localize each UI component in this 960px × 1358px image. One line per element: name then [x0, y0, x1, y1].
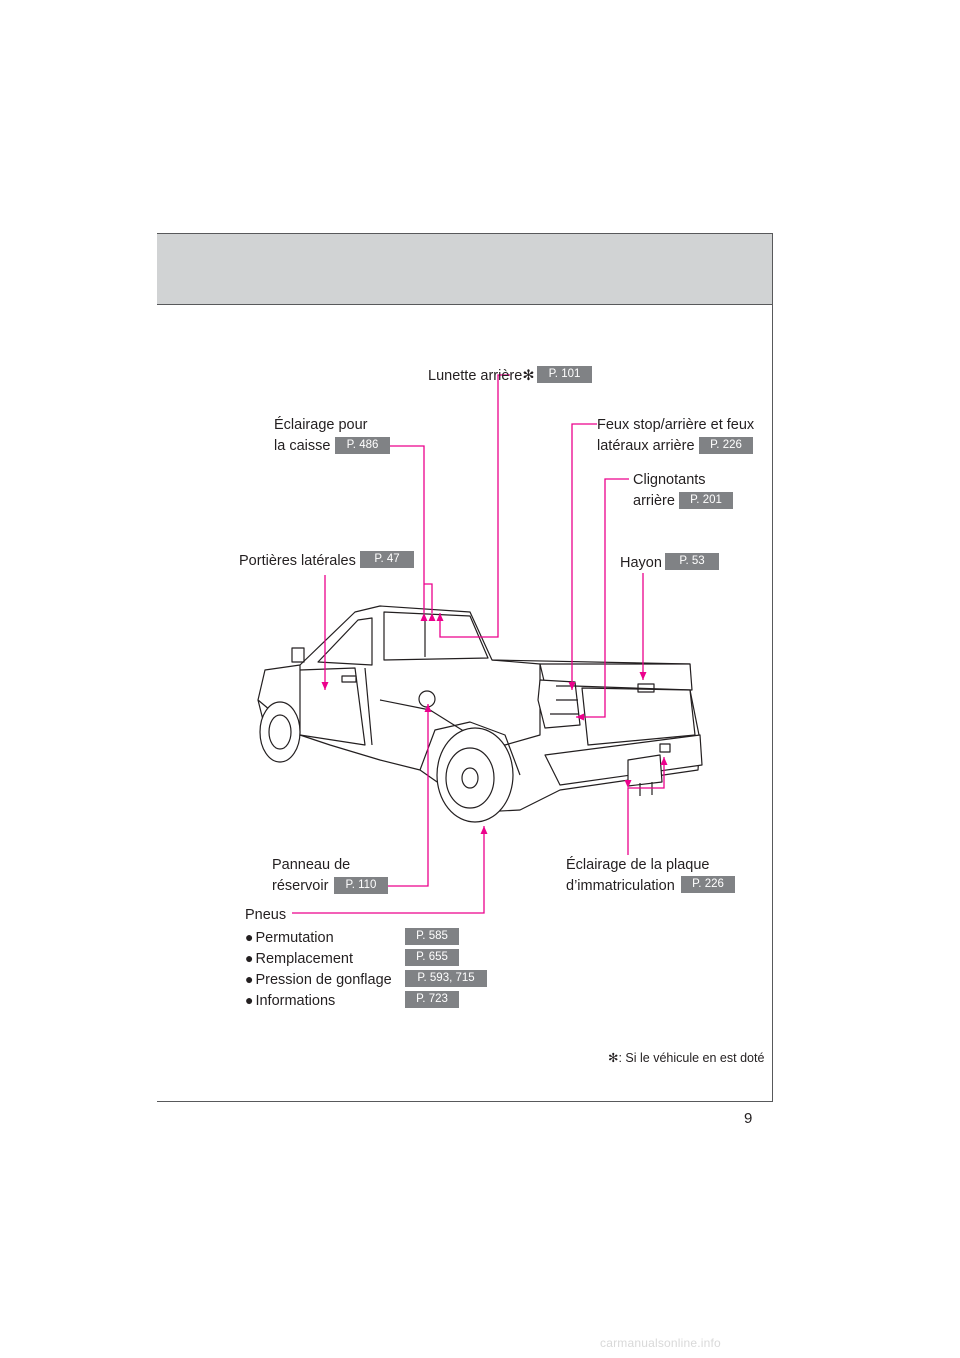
pneus-remplacement-page-ref[interactable]: P. 655	[405, 949, 459, 966]
clignotants-label-line1: Clignotants	[633, 472, 706, 488]
footnote: ✻: Si le véhicule en est doté	[608, 1051, 765, 1065]
pneus-item-pression: ●Pression de gonflage	[245, 971, 392, 988]
watermark: carmanualsonline.info	[600, 1336, 721, 1350]
plaque-label-line1: Éclairage de la plaque	[566, 857, 710, 873]
pneus-item-informations: ●Informations	[245, 992, 336, 1009]
eclairage-caisse-page-ref[interactable]: P. 486	[335, 437, 390, 454]
clignotants-label-line2: arrière	[633, 493, 675, 509]
pneus-informations-page-ref[interactable]: P. 723	[405, 991, 459, 1008]
hayon-page-ref[interactable]: P. 53	[665, 553, 719, 570]
eclairage-caisse-label-line2: la caisse	[274, 438, 331, 454]
panneau-reservoir-label-line2: réservoir	[272, 878, 329, 894]
feux-stop-label-line1: Feux stop/arrière et feux	[597, 417, 755, 433]
portieres-page-ref[interactable]: P. 47	[360, 551, 414, 568]
lunette-label: Lunette arrière✻	[428, 368, 535, 384]
pneus-permutation-page-ref[interactable]: P. 585	[405, 928, 459, 945]
truck-drawing	[257, 605, 703, 823]
bottom-rule	[157, 1101, 773, 1102]
page-number: 9	[744, 1110, 753, 1127]
panneau-reservoir-label-line1: Panneau de	[272, 857, 351, 873]
eclairage-caisse-label-line1: Éclairage pour	[274, 417, 368, 433]
header-band	[157, 233, 773, 305]
portieres-label: Portières latérales	[239, 553, 356, 569]
asterisk-icon: ✻	[608, 1051, 619, 1065]
leader-lines	[292, 374, 665, 914]
lunette-page-ref[interactable]: P. 101	[537, 366, 592, 383]
pneus-title: Pneus	[245, 907, 287, 923]
pneus-item-remplacement: ●Remplacement	[245, 950, 353, 967]
hayon-label: Hayon	[620, 555, 662, 571]
feux-stop-page-ref[interactable]: P. 226	[699, 437, 753, 454]
plaque-page-ref[interactable]: P. 226	[681, 876, 735, 893]
leader-arrowheads	[321, 613, 668, 834]
pneus-pression-page-ref[interactable]: P. 593, 715	[405, 970, 487, 987]
clignotants-page-ref[interactable]: P. 201	[679, 492, 733, 509]
panneau-reservoir-page-ref[interactable]: P. 110	[334, 877, 388, 894]
pneus-item-permutation: ●Permutation	[245, 929, 334, 946]
feux-stop-label-line2: latéraux arrière	[597, 438, 695, 454]
plaque-label-line2: d’immatriculation	[566, 878, 675, 894]
